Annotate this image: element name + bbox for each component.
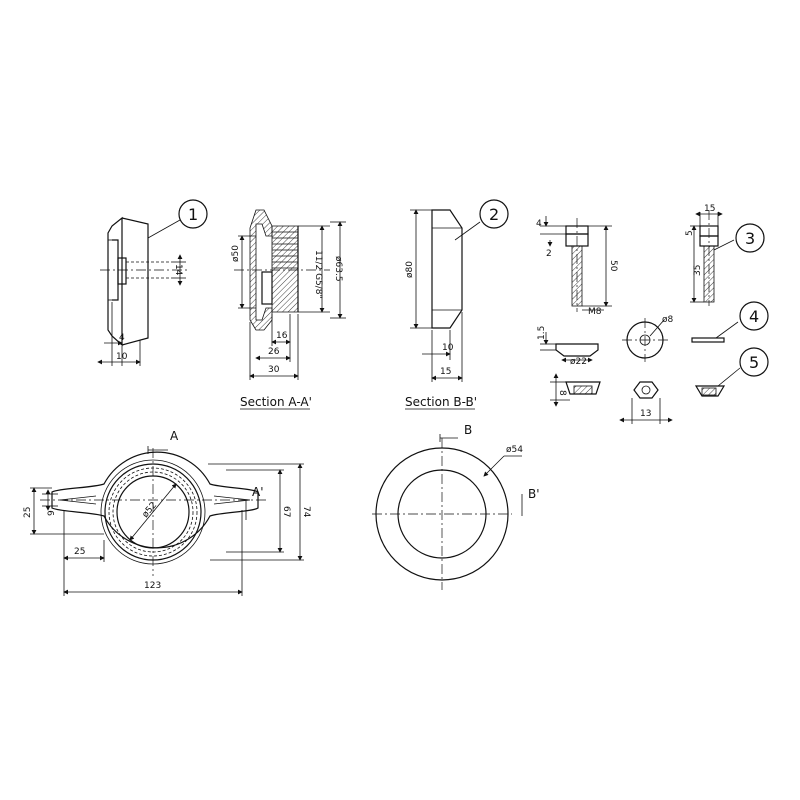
- balloon-3-label: 3: [745, 229, 755, 248]
- balloon-2-label: 2: [489, 205, 499, 224]
- dim-washer-d8: ø8: [662, 315, 674, 325]
- dim-plan-67: 67: [281, 506, 291, 517]
- balloon-1: [178, 199, 208, 229]
- bolt-assembly: 4 2 50 M8 1.5 ø22 8 ø8 13: [536, 216, 674, 424]
- dim-plan-25b: 25: [74, 547, 85, 557]
- dim-plan-9: 9: [47, 510, 57, 516]
- dim-bolt-8: 8: [557, 390, 567, 396]
- balloon-4-label: 4: [749, 307, 759, 326]
- dim-p1-14: 14: [173, 264, 183, 276]
- dim-bb-15: 15: [440, 367, 451, 377]
- part1-side-view: 1 14 4 10: [97, 199, 208, 366]
- dim-plan-123: 123: [144, 581, 161, 591]
- cut-label-b-side: B': [528, 487, 540, 501]
- parts-3-4-5: 15 5 35 3 4 5: [685, 204, 769, 397]
- dim-bb-d80: ø80: [405, 261, 415, 278]
- dim-aa-26: 26: [268, 347, 280, 357]
- section-bb-title: Section B-B': [405, 395, 477, 409]
- balloon-3: [735, 223, 765, 253]
- dim-bolt-15: 1.5: [537, 326, 547, 340]
- balloon-2: [479, 199, 509, 229]
- dim-aa-d50: ø50: [231, 245, 241, 262]
- dim-aa-d635: ø63.5: [333, 256, 343, 282]
- dim-p1-4: 4: [119, 333, 125, 343]
- section-aa-title: Section A-A': [240, 395, 312, 409]
- part5-nut: [694, 385, 726, 397]
- dim-ring-d54: ø54: [506, 445, 523, 455]
- dim-bolt-4: 4: [536, 219, 542, 229]
- dim-bolt-2: 2: [546, 249, 552, 259]
- dim-plan-74: 74: [301, 506, 311, 518]
- dim-b3-5: 5: [685, 230, 695, 236]
- dim-nut-13: 13: [640, 409, 651, 419]
- plan-view: ø52 A A' 25 9 25 123 67 74: [23, 429, 311, 596]
- section-aa-view: ø50 11/2 G5/8" ø63.5 16 26 30 Section A-…: [231, 209, 346, 410]
- dim-b3-15: 15: [704, 204, 715, 214]
- nut-view: [633, 381, 659, 399]
- balloon-4: [739, 301, 769, 331]
- dim-aa-thread: 11/2 G5/8": [313, 250, 323, 299]
- dim-plan-d52: ø52: [141, 501, 160, 520]
- ring-view: ø54 B B': [372, 423, 540, 590]
- dim-b3-35: 35: [693, 265, 703, 276]
- cut-label-b-top: B: [464, 423, 472, 437]
- cut-label-a-side: A': [252, 485, 264, 499]
- thread-marks: [272, 231, 298, 269]
- balloon-5-label: 5: [749, 353, 759, 372]
- balloon-1-label: 1: [188, 205, 198, 224]
- part4-washer: [691, 337, 725, 343]
- section-bb-view: 2 ø80 10 15 Section B-B': [405, 199, 509, 410]
- balloon-5: [739, 347, 769, 377]
- dim-bb-10: 10: [442, 343, 454, 353]
- cut-label-a-top: A: [170, 429, 179, 443]
- dim-aa-16: 16: [276, 331, 288, 341]
- dim-plan-25a: 25: [23, 507, 33, 518]
- dim-bolt-50: 50: [608, 260, 618, 272]
- dim-bolt-m8: M8: [588, 307, 602, 317]
- dim-bolt-d22: ø22: [570, 357, 587, 367]
- dim-p1-10: 10: [116, 352, 128, 362]
- dim-aa-30: 30: [268, 365, 280, 375]
